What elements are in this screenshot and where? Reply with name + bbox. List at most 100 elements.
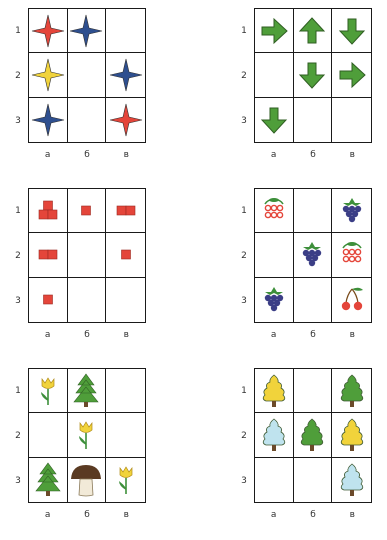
grid-cell — [332, 458, 371, 502]
col-label: в — [107, 510, 146, 520]
row-label: 2 — [238, 413, 250, 458]
grid-cell — [106, 189, 145, 233]
col-label: б — [293, 330, 332, 340]
tree-yellow-icon — [337, 417, 367, 453]
mushroom-icon — [68, 462, 104, 498]
grid-cell — [29, 233, 68, 277]
col-label: в — [333, 150, 372, 160]
col-label: в — [333, 330, 372, 340]
grid-cell — [255, 189, 294, 233]
star-blue-icon — [31, 103, 65, 137]
grapes-icon — [297, 240, 327, 270]
tree-lightblue-icon — [259, 417, 289, 453]
col-label: а — [254, 330, 293, 340]
arrow-down-icon — [297, 60, 327, 90]
grid-cell — [294, 413, 333, 457]
row-labels: 1 2 3 — [238, 368, 250, 503]
col-labels: а б в — [254, 150, 372, 160]
star-red-icon — [109, 103, 143, 137]
col-labels: а б в — [254, 330, 372, 340]
grid-cell — [255, 458, 294, 502]
puzzle-plants: 1 2 3 а б в — [6, 368, 146, 540]
grid-cell — [294, 98, 333, 142]
tree-green-icon — [297, 417, 327, 453]
grid — [254, 368, 372, 503]
grid-cell — [332, 413, 371, 457]
grid-cell — [294, 9, 333, 53]
grid-cell — [255, 413, 294, 457]
row-labels: 1 2 3 — [238, 188, 250, 323]
grapes-icon — [259, 285, 289, 315]
grid-cell — [29, 189, 68, 233]
grid-cell — [106, 233, 145, 277]
grid-cell — [29, 458, 68, 502]
col-labels: а б в — [28, 510, 146, 520]
grid-cell — [294, 233, 333, 277]
tulip-icon — [111, 464, 141, 496]
blocks-double-icon — [33, 240, 63, 270]
grid-cell — [294, 53, 333, 97]
grid-cell — [29, 413, 68, 457]
grid — [28, 188, 146, 323]
row-label: 3 — [12, 278, 24, 323]
cherries-icon — [337, 285, 367, 315]
col-label: б — [293, 510, 332, 520]
col-label: б — [67, 150, 106, 160]
row-labels: 1 2 3 — [238, 8, 250, 143]
currant-icon — [259, 196, 289, 226]
arrow-right-icon — [259, 16, 289, 46]
row-label: 3 — [12, 98, 24, 143]
puzzle-arrows: 1 2 3 а б в — [232, 8, 372, 180]
row-label: 1 — [12, 368, 24, 413]
star-blue-icon — [109, 58, 143, 92]
grid — [254, 188, 372, 323]
row-labels: 1 2 3 — [12, 368, 24, 503]
row-label: 2 — [12, 53, 24, 98]
row-labels: 1 2 3 — [12, 8, 24, 143]
grid-cell — [106, 278, 145, 322]
grid-cell — [255, 9, 294, 53]
block-single-icon — [71, 196, 101, 226]
puzzle-stars: 1 2 3 а б в — [6, 8, 146, 180]
row-label: 3 — [238, 458, 250, 503]
row-label: 2 — [12, 413, 24, 458]
grid — [28, 8, 146, 143]
star-blue-icon — [69, 14, 103, 48]
grid-cell — [68, 458, 107, 502]
row-labels: 1 2 3 — [12, 188, 24, 323]
tree-lightblue-icon — [337, 462, 367, 498]
row-label: 3 — [238, 278, 250, 323]
block-single-icon — [33, 285, 63, 315]
grid-cell — [255, 369, 294, 413]
grid-cell — [68, 278, 107, 322]
puzzle-berries: 1 2 3 а б в — [232, 188, 372, 360]
puzzle-blocks: 1 2 3 а б в — [6, 188, 146, 360]
puzzle-trees: 1 2 3 а б в — [232, 368, 372, 540]
grid-cell — [255, 233, 294, 277]
grid-cell — [29, 98, 68, 142]
row-label: 1 — [12, 188, 24, 233]
spruce-icon — [33, 462, 63, 498]
grid-cell — [106, 98, 145, 142]
row-label: 3 — [12, 458, 24, 503]
col-label: а — [28, 510, 67, 520]
grid-cell — [29, 9, 68, 53]
tree-yellow-icon — [259, 373, 289, 409]
currant-icon — [337, 240, 367, 270]
grid-cell — [332, 53, 371, 97]
grid-cell — [255, 98, 294, 142]
row-label: 2 — [12, 233, 24, 278]
blocks-double-icon — [111, 196, 141, 226]
row-label: 1 — [238, 188, 250, 233]
grid-cell — [68, 233, 107, 277]
grid-cell — [29, 53, 68, 97]
grid-cell — [255, 278, 294, 322]
spruce-icon — [71, 373, 101, 409]
grid-cell — [332, 189, 371, 233]
grid-cell — [68, 369, 107, 413]
grid-cell — [294, 458, 333, 502]
grid-cell — [294, 278, 333, 322]
col-label: а — [28, 330, 67, 340]
grid — [254, 8, 372, 143]
col-label: б — [293, 150, 332, 160]
